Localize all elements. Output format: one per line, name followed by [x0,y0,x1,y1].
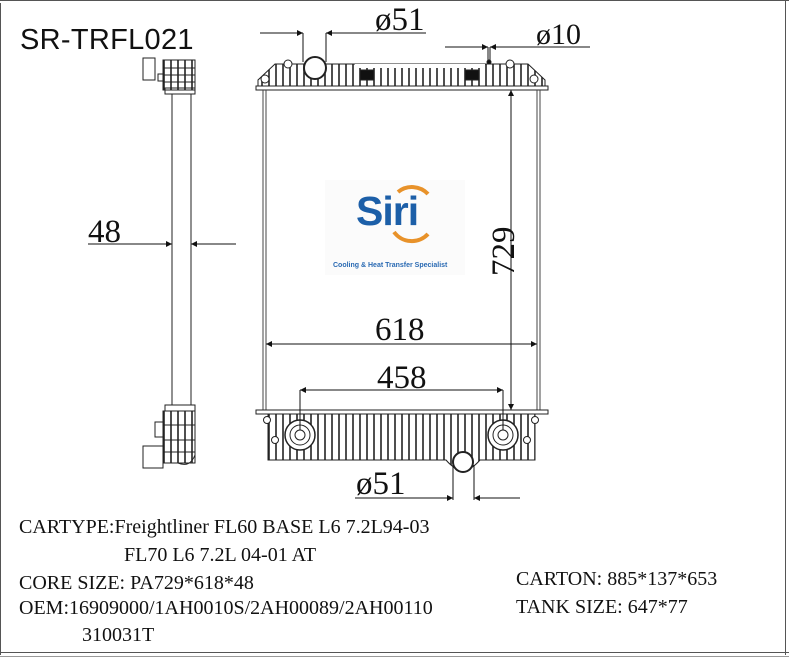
oem-value-line2: 310031T [82,624,155,646]
thickness-label: 48 [88,214,121,250]
oem-label: OEM: [19,597,69,619]
core-size-label: CORE SIZE: [19,572,126,594]
tank-size-row: TANK SIZE: 647*77 [516,596,688,619]
inlet-diameter-label: ø51 [375,2,425,38]
oem-value-line1: 16909000/1AH0010S/2AH00089/2AH00110 [69,597,433,619]
outlet-diameter-label: ø51 [356,466,406,502]
cartype-row: CARTYPE:Freightliner FL60 BASE L6 7.2L94… [19,516,429,539]
frame-top-border [0,0,789,4]
bottom-tank [255,409,549,473]
brand-tagline: Cooling & Heat Transfer Specialist [333,262,448,269]
frame-bottom-border [0,652,789,657]
dimension-outlet [355,465,520,501]
frame-right-border [785,0,786,655]
cartype-label: CARTYPE: [19,516,115,538]
model-number: SR-TRFL021 [20,24,194,56]
dimension-vent [445,44,590,60]
core-size-value: PA729*618*48 [130,572,254,594]
dimension-inlet [260,30,426,62]
oem-row: OEM:16909000/1AH0010S/2AH00089/2AH00110 [19,597,433,620]
outlet-spacing-label: 458 [377,360,427,396]
width-label: 618 [375,312,425,348]
tank-size-label: TANK SIZE: [516,596,623,618]
carton-label: CARTON: [516,568,603,590]
frame-left-border [0,3,1,655]
vent-diameter-label: ø10 [536,18,581,51]
side-view [142,57,196,469]
brand-logo: Siri [356,188,419,234]
core-size-row: CORE SIZE: PA729*618*48 [19,572,254,595]
cartype-value-line2: FL70 L6 7.2L 04-01 AT [124,544,317,566]
carton-row: CARTON: 885*137*653 [516,568,717,591]
dimension-outlet-spacing [299,387,504,430]
cartype-value-line1: Freightliner FL60 BASE L6 7.2L94-03 [114,516,430,538]
carton-value: 885*137*653 [607,568,718,590]
logo-background [325,180,465,275]
top-tank [255,56,549,91]
logo-arc-icon [392,185,430,244]
height-label: 729 [486,227,522,277]
radiator-core [262,90,541,410]
tank-size-value: 647*77 [627,596,688,618]
